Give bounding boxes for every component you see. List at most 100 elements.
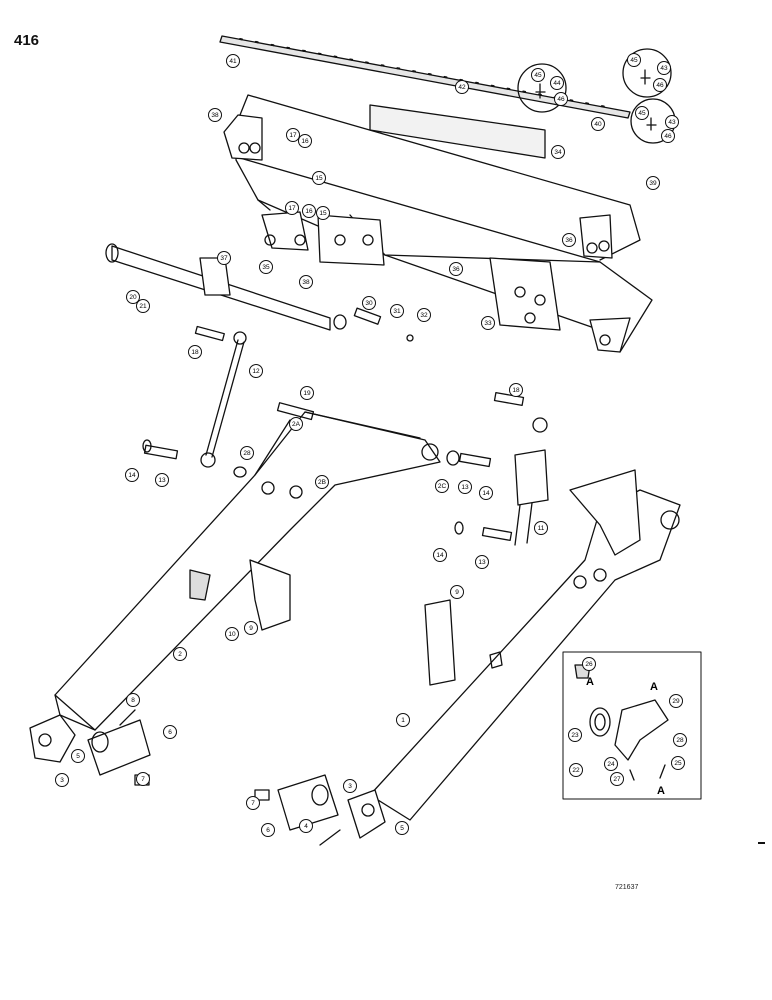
svg-text:16: 16: [301, 138, 309, 145]
callout: 36: [449, 262, 463, 276]
bucket: [223, 94, 653, 353]
callout: 36: [562, 233, 576, 247]
callout: 29: [669, 694, 683, 708]
callout: 46: [554, 92, 568, 106]
svg-text:15: 15: [315, 175, 323, 182]
svg-text:13: 13: [478, 559, 486, 566]
callout: 32: [417, 308, 431, 322]
callout: 35: [259, 260, 273, 274]
svg-text:13: 13: [158, 477, 166, 484]
svg-text:1: 1: [401, 717, 405, 724]
detail-label: A: [586, 676, 594, 688]
svg-text:2C: 2C: [438, 483, 447, 490]
callout: 18: [509, 383, 523, 397]
callout: 39: [646, 176, 660, 190]
callout: 21: [136, 299, 150, 313]
svg-text:37: 37: [220, 255, 228, 262]
callout: 9: [244, 621, 258, 635]
callout: 28: [673, 733, 687, 747]
svg-text:41: 41: [229, 58, 237, 65]
svg-text:5: 5: [76, 753, 80, 760]
callout: 1: [396, 713, 410, 727]
callout: 7: [246, 796, 260, 810]
svg-text:3: 3: [60, 777, 64, 784]
svg-text:45: 45: [534, 72, 542, 79]
callout: 45: [531, 68, 545, 82]
svg-text:3: 3: [348, 783, 352, 790]
svg-text:39: 39: [649, 180, 657, 187]
callout: 13: [475, 555, 489, 569]
link-rod: [194, 325, 247, 468]
callout: 38: [299, 275, 313, 289]
callout: 2C: [435, 479, 449, 493]
callout: 8: [126, 693, 140, 707]
callout: 46: [661, 129, 675, 143]
svg-text:32: 32: [420, 312, 428, 319]
svg-text:27: 27: [613, 776, 621, 783]
callout: 2A: [289, 417, 303, 431]
svg-text:18: 18: [191, 349, 199, 356]
callout: 10: [225, 627, 239, 641]
callout: 44: [550, 76, 564, 90]
callout: 14: [125, 468, 139, 482]
svg-text:13: 13: [461, 484, 469, 491]
svg-text:34: 34: [554, 149, 562, 156]
callout: 11: [534, 521, 548, 535]
bolt-detail-group: [517, 48, 676, 144]
callout: 23: [568, 728, 582, 742]
callout: 6: [163, 725, 177, 739]
svg-text:29: 29: [672, 698, 680, 705]
callout: 6: [261, 823, 275, 837]
callout: 16: [302, 204, 316, 218]
svg-text:8: 8: [131, 697, 135, 704]
margin-dash: [758, 842, 765, 844]
callout: 27: [610, 772, 624, 786]
svg-text:42: 42: [458, 84, 466, 91]
svg-text:22: 22: [572, 767, 580, 774]
callout: 17: [285, 201, 299, 215]
svg-text:6: 6: [266, 827, 270, 834]
pins-bushings: [142, 402, 492, 535]
callout: 15: [316, 206, 330, 220]
cutting-edge: [219, 35, 631, 119]
svg-text:14: 14: [436, 552, 444, 559]
callout: 5: [71, 749, 85, 763]
svg-text:15: 15: [319, 210, 327, 217]
callout: 13: [155, 473, 169, 487]
callout: 16: [298, 134, 312, 148]
callout: 5: [395, 821, 409, 835]
callout: 17: [286, 128, 300, 142]
svg-text:45: 45: [638, 110, 646, 117]
svg-text:44: 44: [553, 80, 561, 87]
callout: 25: [671, 756, 685, 770]
svg-text:28: 28: [243, 450, 251, 457]
svg-text:18: 18: [512, 387, 520, 394]
svg-text:14: 14: [128, 472, 136, 479]
svg-text:45: 45: [630, 57, 638, 64]
callout: 40: [591, 117, 605, 131]
callout: 2B: [315, 475, 329, 489]
page-number: 416: [14, 32, 40, 49]
callout: 37: [217, 251, 231, 265]
svg-text:25: 25: [674, 760, 682, 767]
callout: 42: [455, 80, 469, 94]
svg-text:9: 9: [249, 625, 253, 632]
svg-text:33: 33: [484, 320, 492, 327]
callout: 20: [126, 290, 140, 304]
svg-text:36: 36: [565, 237, 573, 244]
callout: 18: [188, 345, 202, 359]
callout: 2: [173, 647, 187, 661]
svg-text:11: 11: [538, 525, 545, 532]
callout: 34: [551, 145, 565, 159]
callout: 33: [481, 316, 495, 330]
svg-text:43: 43: [660, 65, 668, 72]
svg-text:38: 38: [302, 279, 310, 286]
svg-text:46: 46: [656, 82, 664, 89]
svg-text:6: 6: [168, 729, 172, 736]
svg-text:46: 46: [557, 96, 565, 103]
callout: 45: [627, 53, 641, 67]
callout: 3: [55, 773, 69, 787]
lift-cylinder: [481, 391, 549, 546]
detail-label: A: [657, 785, 665, 797]
